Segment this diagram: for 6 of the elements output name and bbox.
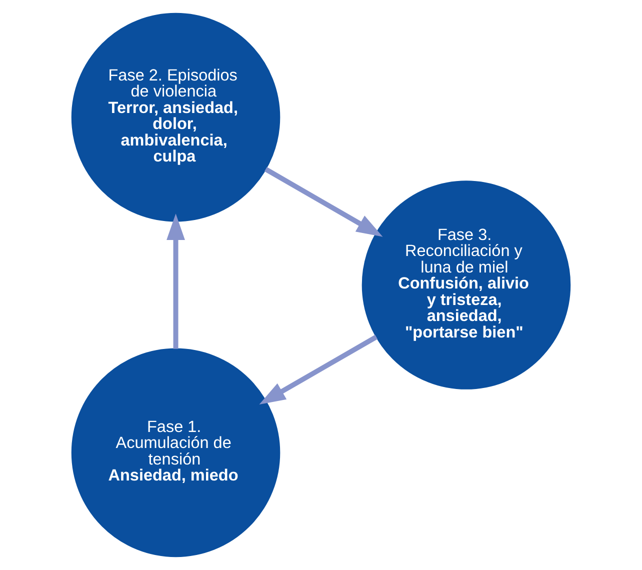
node-circle: Fase 2. Episodios de violencia Terror, ansiedad, dolor, ambivalencia, culpa bbox=[71, 12, 280, 222]
arrow bbox=[166, 214, 185, 349]
node-circle: Fase 3. Reconciliación y luna de miel Confusión, alivio y tristeza, ansiedad, "portarse bien" bbox=[362, 180, 571, 390]
arrow bbox=[259, 334, 378, 405]
node-circle: Fase 1. Acumulación de tensión Ansiedad, miedo bbox=[71, 348, 280, 558]
arrow bbox=[264, 167, 383, 237]
